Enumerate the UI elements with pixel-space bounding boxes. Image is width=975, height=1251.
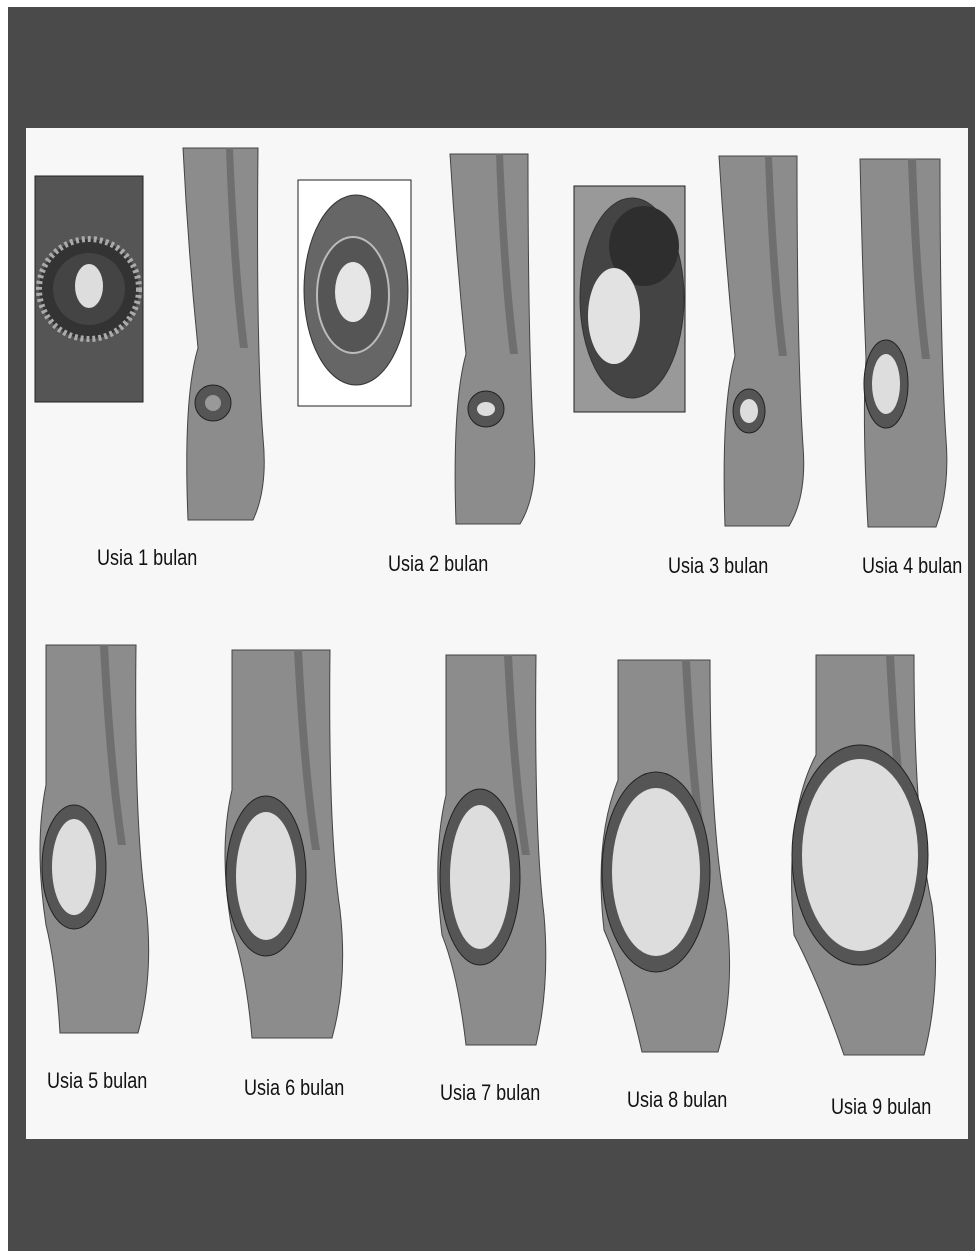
stage-9-body — [790, 655, 942, 1055]
stage-5-label: Usia 5 bulan — [47, 1068, 147, 1094]
stage-2-inset — [298, 180, 411, 406]
stage-2-body — [448, 154, 538, 524]
stage-3-body — [717, 156, 807, 526]
stage-3-inset — [574, 186, 685, 412]
stage-1-label: Usia 1 bulan — [97, 545, 197, 571]
stage-6-label: Usia 6 bulan — [244, 1075, 344, 1101]
stage-7-label: Usia 7 bulan — [440, 1080, 540, 1106]
stage-4-label: Usia 4 bulan — [862, 553, 962, 579]
stage-1-inset — [35, 176, 143, 402]
stage-1-body — [178, 148, 268, 520]
stage-3-label: Usia 3 bulan — [668, 553, 768, 579]
stage-2-label: Usia 2 bulan — [388, 551, 488, 577]
stage-6-body — [222, 650, 348, 1038]
stage-8-label: Usia 8 bulan — [627, 1087, 727, 1113]
stage-8-body — [598, 660, 736, 1052]
stage-5-body — [38, 645, 154, 1033]
stage-7-body — [436, 655, 550, 1045]
stage-4-body — [858, 159, 950, 527]
stage-9-label: Usia 9 bulan — [831, 1094, 931, 1120]
